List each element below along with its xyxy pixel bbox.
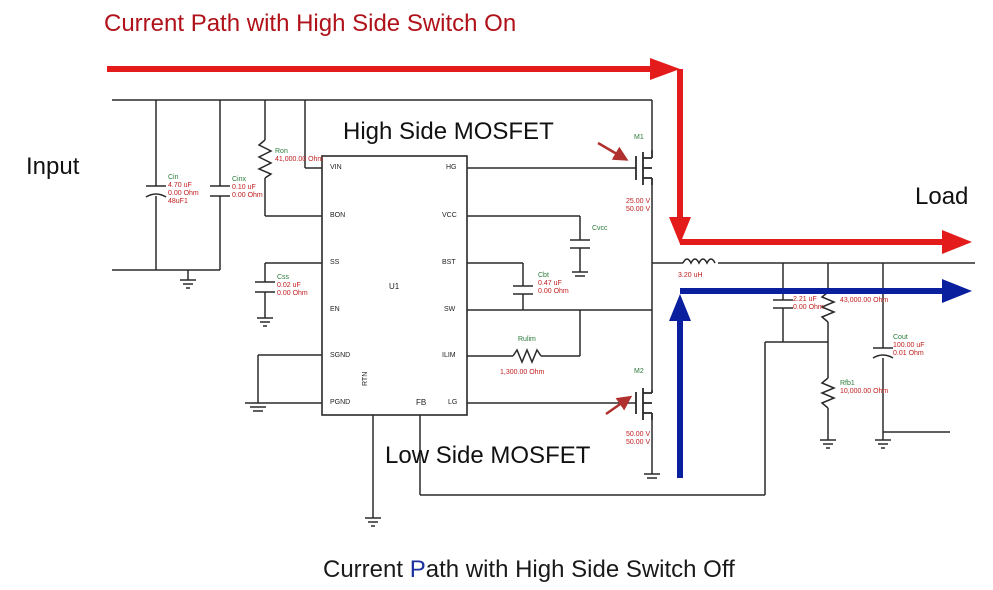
rulim-res: 1,300.00 Ohm (500, 369, 545, 376)
rfb2-res: 43,000.00 Ohm (840, 297, 889, 304)
cout-values: Cout 100.00 uF 0.01 Ohm (893, 334, 925, 358)
high-side-pointer-arrow (597, 141, 629, 161)
rfb1-name: Rfb1 (840, 380, 855, 387)
pin-sgnd: SGND (330, 352, 351, 359)
m1-vds: 25.00 V (626, 198, 651, 205)
high-side-off-title: Current Path with High Side Switch Off (323, 556, 735, 584)
ic-u1-body (321, 155, 468, 416)
pin-bon: BON (330, 212, 346, 219)
m1-values: 25.00 V 50.00 V (626, 198, 650, 214)
pin-pgnd: PGND (330, 399, 351, 406)
load-label: Load (915, 183, 969, 210)
inductor-symbol (682, 258, 716, 265)
title-highlight: P (409, 556, 426, 583)
cin-cap: 4.70 uF (168, 182, 192, 189)
css-cap: 0.02 uF (277, 282, 301, 289)
cbt-cap: 0.47 uF (538, 280, 562, 287)
cbt-values: Cbt 0.47 uF 0.00 Ohm (538, 272, 569, 296)
pin-en: EN (330, 306, 340, 313)
ron-name: Ron (275, 148, 288, 155)
css-name: Css (277, 274, 290, 281)
pin-fb: FB (416, 398, 427, 407)
m2-vgs: 50.00 V (626, 439, 651, 446)
ron-res: 41,000.00 Ohm (275, 156, 324, 163)
pin-sw: SW (444, 306, 456, 313)
cinx-esr: 0.00 Ohm (232, 192, 263, 199)
cinx-values: Cinx 0.10 uF 0.00 Ohm (232, 176, 263, 200)
output-wiring (467, 100, 975, 474)
pin-lg: LG (448, 399, 458, 406)
rulim-name: Rulim (518, 336, 536, 343)
l1-value: 3.20 uH (678, 272, 703, 279)
resistor-symbols (257, 139, 836, 409)
title-suffix: ath with High Side Switch Off (425, 556, 735, 583)
input-label: Input (26, 153, 80, 180)
rfb1-values: Rfb1 10,000.00 Ohm (840, 380, 888, 396)
rfb1-res: 10,000.00 Ohm (840, 388, 889, 395)
cvcc-name: Cvcc (592, 225, 608, 232)
cbt-name: Cbt (538, 272, 549, 279)
cinx-name: Cinx (232, 176, 247, 183)
m2-values: 50.00 V 50.00 V (626, 431, 650, 447)
pin-rtn: RTN (362, 371, 369, 386)
pin-bst: BST (442, 259, 456, 266)
pin-ilim: ILIM (442, 352, 456, 359)
high-side-mosfet-label: High Side MOSFET (343, 118, 554, 145)
high-side-on-title: Current Path with High Side Switch On (104, 10, 517, 37)
m2-vds: 50.00 V (626, 431, 651, 438)
title-prefix: Current (323, 556, 410, 583)
m2-name: M2 (634, 368, 644, 375)
css-values: Css 0.02 uF 0.00 Ohm (277, 274, 308, 298)
css-esr: 0.00 Ohm (277, 290, 308, 297)
input-wiring (112, 99, 828, 518)
on-current-path-arrow (107, 58, 972, 254)
pin-vin: VIN (330, 164, 342, 171)
ic-name: U1 (389, 282, 400, 291)
ron-values: Ron 41,000.00 Ohm (275, 148, 323, 164)
cin-values: Cin 4.70 uF 0.00 Ohm 48uF1 (168, 174, 199, 206)
pin-vcc: VCC (442, 212, 457, 219)
cinx-cap: 0.10 uF (232, 184, 256, 191)
cff-esr: 0.00 Ohm (793, 304, 824, 311)
pin-ss: SS (330, 259, 340, 266)
off-current-path-arrow (669, 279, 972, 478)
pin-hg: HG (446, 164, 457, 171)
cin-name: Cin (168, 174, 179, 181)
cout-name: Cout (893, 334, 908, 341)
capacitor-symbols (145, 185, 894, 359)
cin-part: 48uF1 (168, 198, 188, 205)
cff-values: 2.21 uF 0.00 Ohm (793, 296, 824, 312)
cff-cap: 2.21 uF (793, 296, 817, 303)
mosfet-symbols (635, 150, 653, 420)
cout-cap: 100.00 uF (893, 342, 925, 349)
cout-esr: 0.01 Ohm (893, 350, 924, 357)
low-side-mosfet-label: Low Side MOSFET (385, 442, 591, 469)
low-side-pointer-arrow (605, 395, 633, 416)
cin-esr: 0.00 Ohm (168, 190, 199, 197)
m1-vgs: 50.00 V (626, 206, 651, 213)
m1-name: M1 (634, 134, 644, 141)
cbt-esr: 0.00 Ohm (538, 288, 569, 295)
